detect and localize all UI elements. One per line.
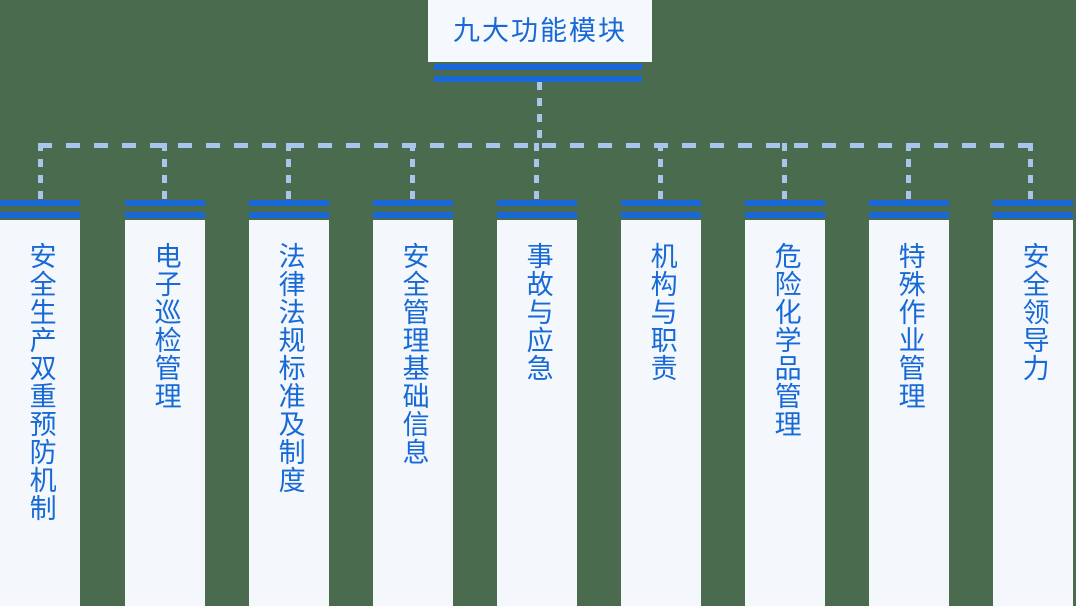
module-card-accent-bar-bottom <box>869 212 949 218</box>
connector-drop-7 <box>782 143 787 202</box>
module-card-label: 电子巡检管理 <box>150 242 181 410</box>
module-card-body: 机构与职责 <box>621 220 701 606</box>
root-node-label: 九大功能模块 <box>453 15 627 46</box>
connector-drop-3 <box>286 143 291 202</box>
module-card-accent-bar-bottom <box>993 212 1073 218</box>
module-card-accent-bar-top <box>373 200 453 206</box>
connector-drop-1 <box>38 143 43 202</box>
module-card-accent-bar-top <box>0 200 80 206</box>
module-card-accent-bar-bottom <box>125 212 205 218</box>
module-card-body: 危险化学品管理 <box>745 220 825 606</box>
module-card-body: 事故与应急 <box>497 220 577 606</box>
module-card-label: 机构与职责 <box>646 242 677 382</box>
module-card-body: 法律法规标准及制度 <box>249 220 329 606</box>
root-node[interactable]: 九大功能模块 <box>428 0 652 62</box>
module-card-body: 安全生产双重预防机制 <box>0 220 80 606</box>
module-card-accent-bar-top <box>993 200 1073 206</box>
module-card-accent-bar-top <box>745 200 825 206</box>
module-card-accent-bar-bottom <box>621 212 701 218</box>
module-card-label: 安全管理基础信息 <box>398 242 429 466</box>
module-card-accent-bar-bottom <box>249 212 329 218</box>
module-card-label: 事故与应急 <box>522 242 553 382</box>
module-card-accent-bar-bottom <box>0 212 80 218</box>
root-node-accent-bar-top <box>434 64 642 70</box>
module-card-accent-bar-top <box>249 200 329 206</box>
module-card-accent-bar-bottom <box>497 212 577 218</box>
module-card-accent-bar-top <box>621 200 701 206</box>
module-card-accent-bar-bottom <box>373 212 453 218</box>
connector-drop-5 <box>534 143 539 202</box>
module-card-body: 特殊作业管理 <box>869 220 949 606</box>
module-card-label: 危险化学品管理 <box>770 242 801 438</box>
module-card-label: 特殊作业管理 <box>894 242 925 410</box>
module-card-accent-bar-top <box>497 200 577 206</box>
connector-root-stem <box>537 82 542 146</box>
module-card-label: 安全领导力 <box>1018 242 1049 382</box>
root-node-accent-bar-bottom <box>434 76 642 82</box>
connector-drop-8 <box>906 143 911 202</box>
connector-drop-4 <box>410 143 415 202</box>
module-card-label: 法律法规标准及制度 <box>274 242 305 494</box>
module-card-accent-bar-top <box>125 200 205 206</box>
connector-drop-6 <box>658 143 663 202</box>
module-card-accent-bar-bottom <box>745 212 825 218</box>
module-card-body: 安全领导力 <box>993 220 1073 606</box>
connector-drop-9 <box>1028 143 1033 202</box>
module-card-accent-bar-top <box>869 200 949 206</box>
module-card-body: 电子巡检管理 <box>125 220 205 606</box>
connector-drop-2 <box>162 143 167 202</box>
module-card-body: 安全管理基础信息 <box>373 220 453 606</box>
module-card-label: 安全生产双重预防机制 <box>25 242 56 522</box>
